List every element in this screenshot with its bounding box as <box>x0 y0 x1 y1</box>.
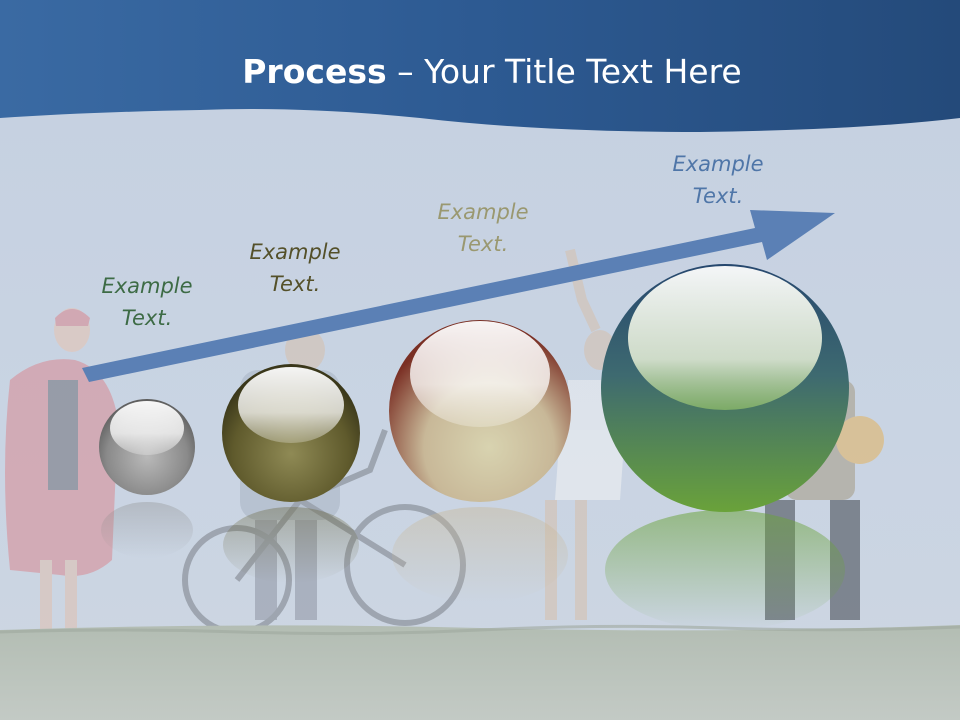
step-2-label: Example Text. <box>195 236 395 300</box>
sphere-1 <box>99 399 195 495</box>
slide-title: Process – Your Title Text Here <box>0 52 960 91</box>
sphere-2 <box>222 364 360 502</box>
step-3-label: Example Text. <box>383 196 583 260</box>
step-1-label: Example Text. <box>47 270 247 334</box>
step-3-line1: Example <box>437 200 529 224</box>
title-rest: Your Title Text Here <box>424 52 742 91</box>
sphere-1-reflection <box>101 502 193 558</box>
step-2-line2: Text. <box>269 272 321 296</box>
sphere-2-reflection <box>223 507 359 583</box>
title-dash: – <box>386 52 425 91</box>
step-4-line2: Text. <box>692 184 744 208</box>
step-1-line2: Text. <box>121 306 173 330</box>
step-1-line1: Example <box>101 274 193 298</box>
step-4-line1: Example <box>672 152 764 176</box>
process-arrow <box>82 210 835 382</box>
sphere-4 <box>601 264 849 512</box>
sphere-4-reflection <box>605 510 845 630</box>
title-bold: Process <box>242 52 387 91</box>
step-3-line2: Text. <box>457 232 509 256</box>
header-band <box>0 0 960 132</box>
sphere-3-reflection <box>392 507 568 603</box>
sphere-3 <box>389 320 571 502</box>
step-4-label: Example Text. <box>618 148 818 212</box>
grass <box>0 625 960 720</box>
step-2-line1: Example <box>249 240 341 264</box>
swimmer-figure <box>5 308 118 630</box>
